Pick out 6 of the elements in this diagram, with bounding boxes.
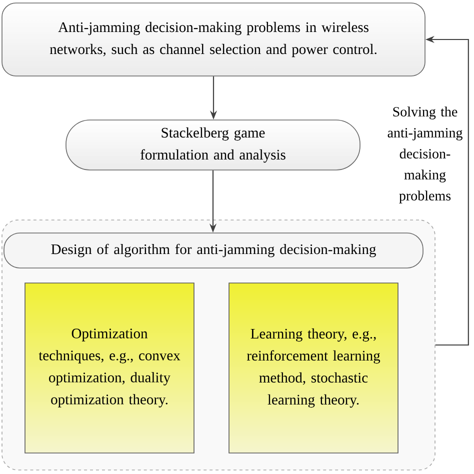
edge-label: Solving the anti-jamming decision-making problems	[385, 106, 465, 204]
rounded-box: Anti-jamming decision-making problems in wireless networks, such as channel selection and power control.	[2, 2, 426, 76]
method-box: Optimization techniques, e.g., convex optimization, duality optimization theory.	[24, 282, 194, 454]
rounded-box: Stackelberg game formulation and analysis	[66, 120, 360, 170]
method-box: Learning theory, e.g., reinforcement learning method, stochastic learning theory.	[228, 282, 398, 454]
heading-box: Design of algorithm for anti-jamming decision-making	[4, 232, 424, 268]
